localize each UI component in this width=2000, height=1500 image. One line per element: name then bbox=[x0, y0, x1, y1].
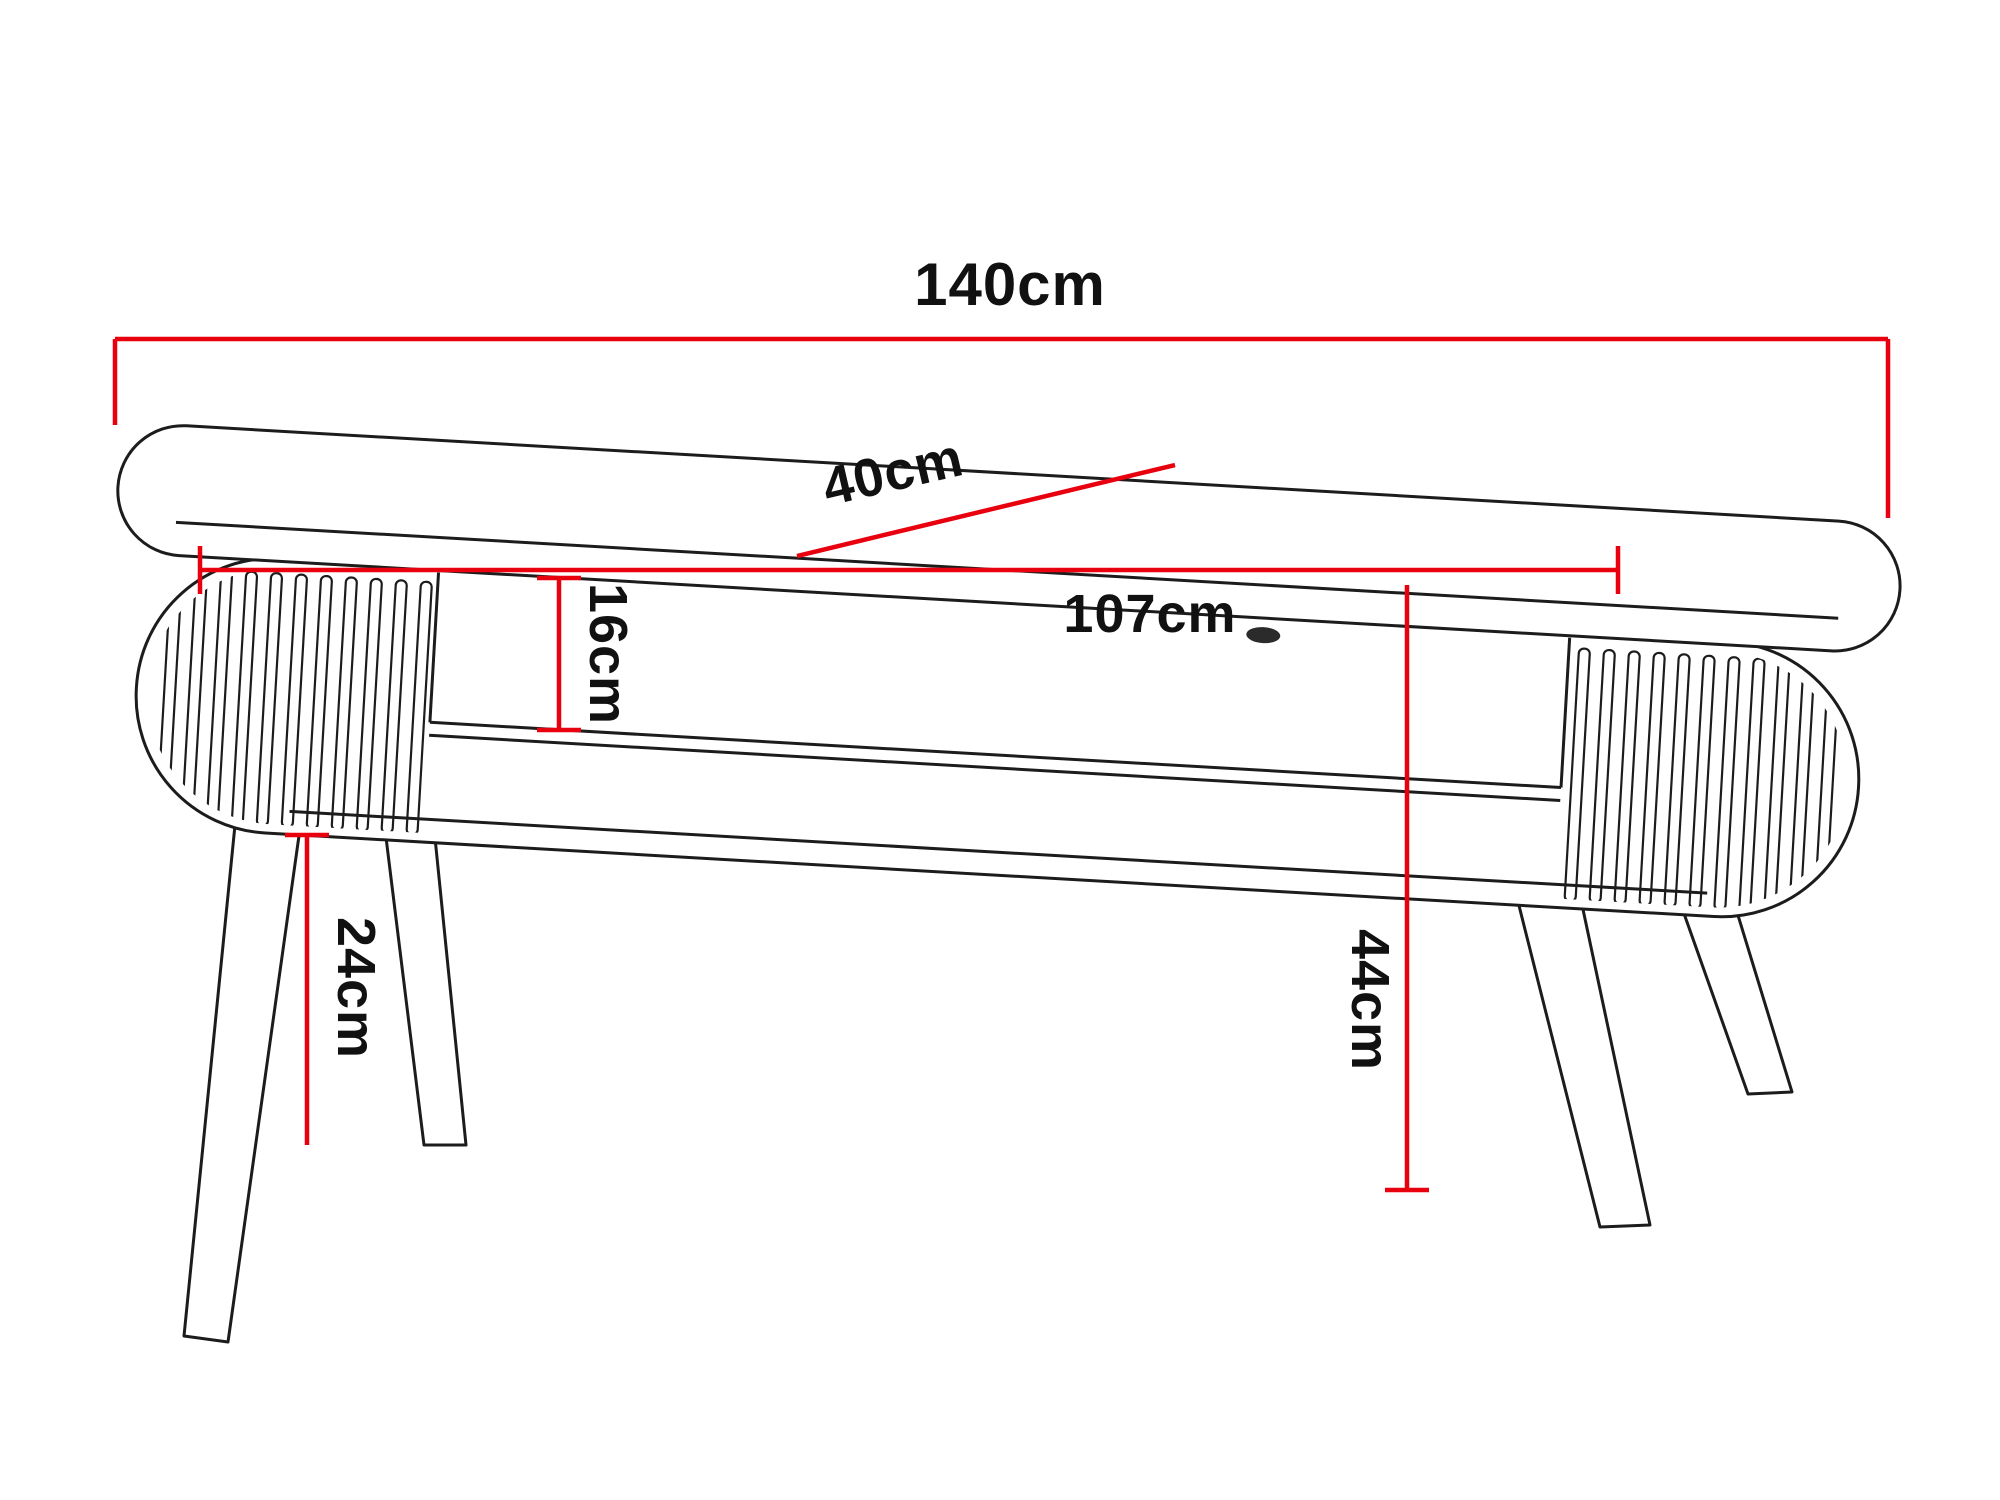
dimension-opening-height-label: 16cm bbox=[578, 583, 638, 725]
niche-right-wall bbox=[1559, 637, 1572, 788]
front-right-leg bbox=[1506, 860, 1652, 1229]
dimension-labels: 140cm 40cm 107cm 16cm 24cm 44cm bbox=[326, 251, 1400, 1071]
cabinet-body bbox=[134, 556, 1861, 919]
front-left-leg bbox=[182, 793, 306, 1344]
dimension-overall-height-label: 44cm bbox=[1340, 929, 1400, 1071]
drawer-top-line bbox=[429, 733, 1561, 802]
dimension-overall-width-label: 140cm bbox=[914, 251, 1106, 318]
dimension-leg-height-label: 24cm bbox=[326, 917, 386, 1059]
dimension-lines bbox=[112, 336, 1891, 1193]
base-rim-line bbox=[289, 809, 1708, 895]
back-left-leg bbox=[380, 803, 468, 1147]
shelf-edge-line bbox=[429, 720, 1562, 790]
dim-line-depth bbox=[796, 462, 1176, 559]
niche-left-wall bbox=[428, 572, 441, 723]
cable-hole bbox=[1246, 627, 1281, 644]
dimension-inner-width-label: 107cm bbox=[1063, 584, 1236, 644]
